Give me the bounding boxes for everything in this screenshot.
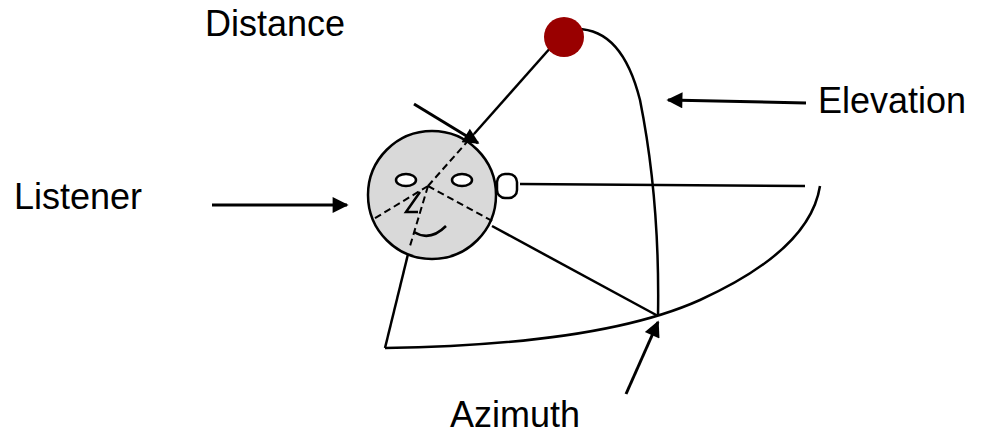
callout-label-box: Distance	[205, 4, 345, 44]
sound-source	[544, 17, 584, 57]
callout-label-box: Listener	[14, 177, 142, 217]
callout-label: Elevation	[818, 81, 966, 121]
azimuth-radius	[492, 226, 658, 316]
radius-line	[385, 246, 410, 348]
leader-arrow	[668, 100, 806, 103]
callout-label: Distance	[205, 4, 345, 44]
leader-arrow	[414, 104, 478, 143]
dashed-axis	[428, 186, 494, 222]
dashed-axis	[428, 134, 474, 186]
dashed-axis	[372, 186, 428, 220]
leader-arrow	[212, 204, 347, 207]
listener-head	[368, 131, 496, 259]
mouth	[414, 226, 446, 236]
ear	[497, 174, 517, 198]
distance-line	[474, 46, 552, 134]
reference-line	[520, 184, 805, 186]
callout-label: Azimuth	[450, 395, 580, 435]
eye	[396, 174, 416, 186]
callout-label: Listener	[14, 177, 142, 217]
callout-label-box: Elevation	[818, 81, 966, 121]
callout-label-box: Azimuth	[450, 395, 580, 435]
eye	[452, 174, 472, 186]
nose	[406, 192, 420, 212]
elevation-arc	[565, 29, 658, 316]
leader-arrow	[626, 322, 658, 394]
